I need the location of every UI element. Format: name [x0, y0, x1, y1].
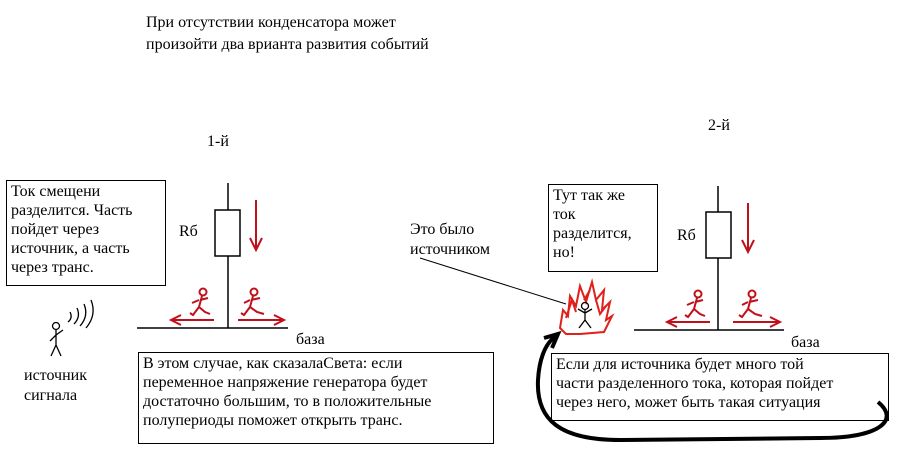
page-title: При отсутствии конденсатора может произо…	[146, 14, 429, 53]
current-arrow-1	[249, 200, 263, 253]
variant-1-label: 1-й	[207, 133, 229, 150]
note-box-1: Ток смещени разделится. Часть пойдет чер…	[6, 180, 166, 286]
left-arrow-2	[664, 316, 710, 328]
left-arrow-1	[168, 314, 214, 326]
signal-waves-icon	[67, 299, 94, 329]
stick-man-icon	[49, 321, 64, 357]
resistor-label-1: Rб	[179, 223, 198, 240]
loop-arrow	[535, 330, 889, 443]
right-arrow-1	[238, 314, 287, 326]
burning-man-icon	[558, 278, 615, 335]
base-label-1: база	[296, 331, 325, 348]
source-label: источник сигнала	[24, 367, 87, 404]
resistor-1	[214, 209, 241, 257]
right-arrow-2	[733, 316, 783, 328]
circuit-2	[634, 186, 784, 331]
current-arrow-2	[741, 203, 755, 255]
circuit-1	[137, 183, 288, 329]
explanation-box-1: В этом случае, как сказалаСвета: если пе…	[138, 352, 494, 444]
pointer-line	[419, 257, 567, 305]
variant-2-label: 2-й	[708, 117, 730, 134]
resistor-2	[705, 211, 732, 259]
resistor-label-2: Rб	[677, 227, 696, 244]
running-man-icon	[189, 287, 211, 317]
note-box-2: Тут так же ток разделится, но!	[548, 184, 658, 272]
running-man-icon	[240, 287, 265, 317]
running-man-icon	[684, 289, 706, 319]
was-source-label: Это было источником	[410, 221, 490, 258]
base-label-2: база	[791, 334, 820, 351]
running-man-icon	[738, 289, 763, 319]
explanation-box-2: Если для источника будет много той части…	[551, 353, 889, 421]
